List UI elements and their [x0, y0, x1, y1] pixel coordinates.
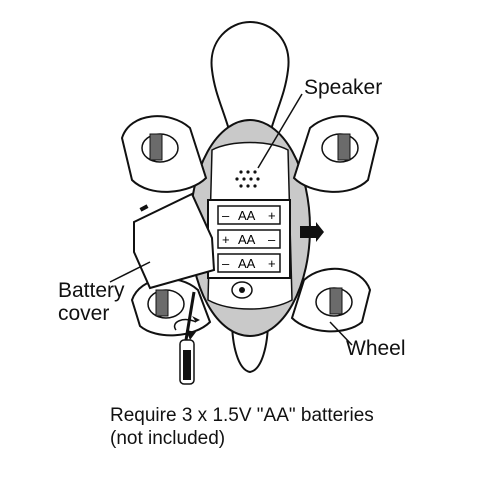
- note-line2: (not included): [110, 427, 226, 449]
- svg-text:+: +: [268, 208, 276, 223]
- wheel-leader-line: [329, 321, 353, 346]
- svg-text:–: –: [268, 232, 276, 247]
- compartment-screw-center: [239, 287, 245, 293]
- wheel-front-left: [120, 115, 208, 193]
- svg-text:+: +: [268, 256, 276, 271]
- svg-text:–: –: [222, 256, 230, 271]
- speaker-leader-line: [257, 93, 303, 169]
- battery-cover-leader-line: [109, 261, 151, 283]
- battery-cover-label-line2: cover: [58, 302, 110, 326]
- svg-text:AA: AA: [238, 208, 256, 223]
- wheel-rear-right: [290, 267, 372, 333]
- svg-text:AA: AA: [238, 256, 256, 271]
- power-switch-arrow: [300, 222, 324, 242]
- svg-text:–: –: [222, 208, 230, 223]
- svg-text:+: +: [222, 232, 230, 247]
- battery-1: – AA +: [217, 205, 281, 225]
- battery-requirement-note: Require 3 x 1.5V "AA" batteries (not inc…: [110, 405, 374, 451]
- svg-text:AA: AA: [238, 232, 256, 247]
- battery-cover-label: Battery cover: [58, 279, 125, 325]
- note-line1: Require 3 x 1.5V "AA" batteries: [110, 405, 374, 426]
- speaker-label: Speaker: [304, 76, 383, 99]
- battery-cover-label-line1: Battery: [58, 279, 125, 302]
- battery-cover: [133, 192, 216, 290]
- battery-2: + AA –: [217, 229, 281, 249]
- wheel-front-right: [292, 115, 380, 193]
- wheel-label: Wheel: [346, 337, 406, 360]
- battery-3: – AA +: [217, 253, 281, 273]
- turtle-head: [210, 20, 290, 141]
- screwdriver: [173, 291, 200, 385]
- wheel-rear-left: [130, 277, 212, 337]
- speaker-grille: [235, 170, 260, 188]
